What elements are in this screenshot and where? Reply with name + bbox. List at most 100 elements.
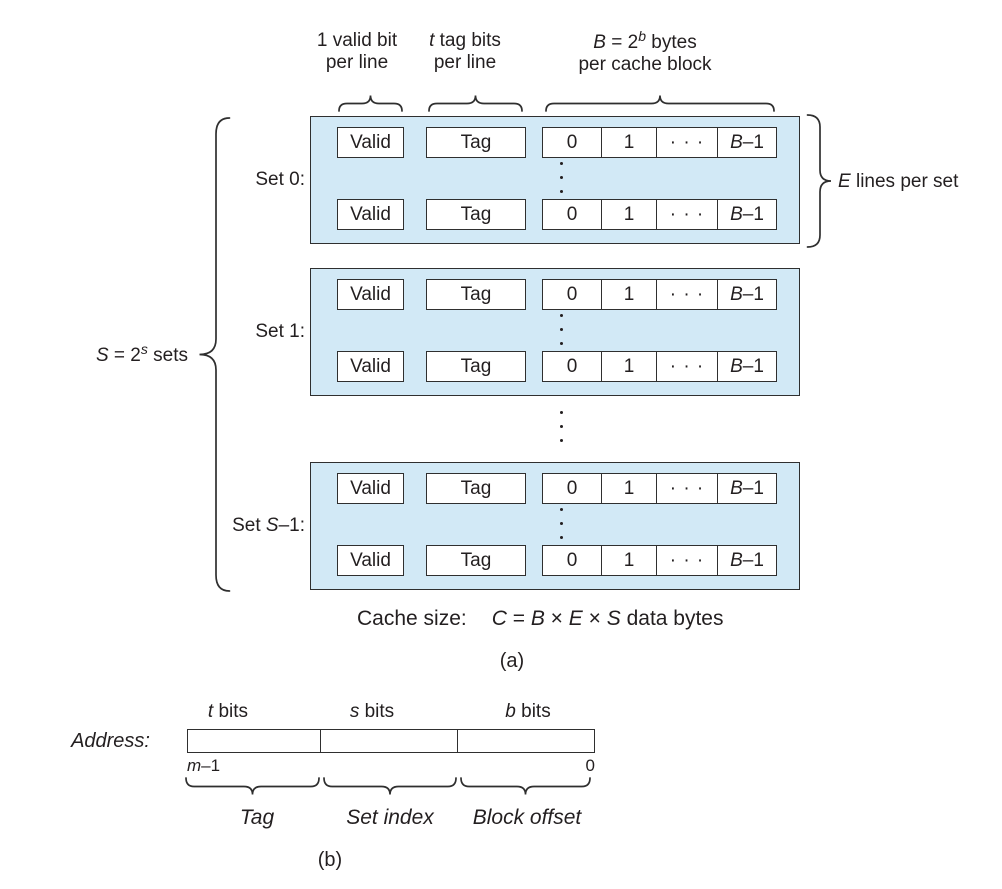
valid-field: Valid — [337, 351, 404, 382]
num-sets-var: S — [95, 345, 109, 366]
address-tag-segment — [188, 730, 321, 752]
tag-field: Tag — [426, 545, 526, 576]
byte-cell-ellipsis: · · · — [657, 352, 718, 381]
tag-field: Tag — [426, 279, 526, 310]
cache-line: Valid Tag 0 1 · · · B–1 — [311, 199, 799, 230]
lines-per-set-var: E — [838, 171, 851, 192]
b-bits-var: b — [505, 701, 516, 722]
byte-cell-last-rest: –1 — [742, 283, 764, 305]
sets-left-brace — [199, 117, 231, 592]
set-1-label: Set 1: — [150, 321, 305, 343]
b-bits-rest: bits — [515, 701, 551, 722]
vertical-ellipsis — [560, 508, 563, 550]
cache-size-E: E — [568, 607, 583, 630]
set-s-1-label-var: S — [265, 515, 279, 536]
byte-cell-0: 0 — [543, 200, 602, 229]
block-bytes-row: 0 1 · · · B–1 — [542, 351, 777, 382]
set-s-1-label-post: –1: — [278, 515, 305, 536]
cache-size-formula: Cache size:C = B × E × S data bytes — [357, 607, 723, 631]
byte-cell-1: 1 — [602, 546, 657, 575]
set-s-1-box: Valid Tag 0 1 · · · B–1 Valid Tag 0 1 · … — [310, 462, 800, 590]
cache-size-times1: × — [544, 607, 569, 630]
vertical-ellipsis — [560, 162, 563, 204]
msb-index-label: m–1 — [187, 756, 220, 775]
byte-cell-last-rest: –1 — [742, 355, 764, 377]
block-bytes-row: 0 1 · · · B–1 — [542, 279, 777, 310]
block-offset-under-brace — [460, 777, 591, 795]
byte-cell-ellipsis: · · · — [657, 546, 718, 575]
byte-cell-1: 1 — [602, 280, 657, 309]
tag-field-label: Tag — [239, 806, 275, 829]
address-label: Address: — [71, 730, 150, 752]
set-s-1-label-pre: Set — [232, 515, 266, 536]
byte-cell-0: 0 — [543, 280, 602, 309]
cache-line: Valid Tag 0 1 · · · B–1 — [311, 351, 799, 382]
set-0-label: Set 0: — [150, 169, 305, 191]
cache-line: Valid Tag 0 1 · · · B–1 — [311, 127, 799, 158]
vertical-ellipsis — [560, 314, 563, 356]
tag-under-brace — [185, 777, 320, 795]
block-over-brace — [545, 95, 775, 112]
byte-cell-last: B–1 — [718, 474, 776, 503]
msb-var: m — [187, 756, 202, 775]
num-sets-rest: sets — [147, 345, 188, 366]
set-1-label-pre: Set — [255, 321, 290, 342]
cache-size-C: C — [491, 607, 507, 630]
byte-cell-last-rest: –1 — [742, 203, 764, 225]
cache-line: Valid Tag 0 1 · · · B–1 — [311, 473, 799, 504]
byte-cell-last: B–1 — [718, 352, 776, 381]
vertical-ellipsis-between-sets — [560, 411, 563, 453]
cache-size-B: B — [530, 607, 545, 630]
msb-rest: –1 — [201, 756, 221, 775]
cache-size-rest: data bytes — [620, 607, 724, 630]
caption-b: (b) — [317, 849, 343, 871]
lines-per-set-label: E lines per set — [838, 171, 958, 193]
valid-field: Valid — [337, 473, 404, 504]
num-sets-label: S = 2s sets — [30, 341, 188, 367]
lines-per-set-rest: lines per set — [850, 171, 959, 192]
valid-field: Valid — [337, 279, 404, 310]
cache-line: Valid Tag 0 1 · · · B–1 — [311, 545, 799, 576]
cache-size-eq: = — [506, 607, 531, 630]
set-index-field-label: Set index — [346, 806, 434, 829]
byte-cell-last-var: B — [730, 131, 743, 153]
block-bytes-eq: = 2 — [605, 32, 639, 53]
tag-bits-annotation-line1: t tag bits — [405, 30, 525, 52]
tag-bits-rest: tag bits — [434, 30, 501, 51]
byte-cell-1: 1 — [602, 474, 657, 503]
set-index-under-brace — [323, 777, 457, 795]
s-bits-var: s — [349, 701, 360, 722]
byte-cell-last-rest: –1 — [742, 131, 764, 153]
byte-cell-last-var: B — [730, 203, 743, 225]
set-1-box: Valid Tag 0 1 · · · B–1 Valid Tag 0 1 · … — [310, 268, 800, 396]
byte-cell-0: 0 — [543, 352, 602, 381]
block-bytes-row: 0 1 · · · B–1 — [542, 545, 777, 576]
tag-bits-annotation-line2: per line — [433, 52, 497, 73]
block-bytes-row: 0 1 · · · B–1 — [542, 199, 777, 230]
tag-bits-var: t — [429, 30, 435, 51]
lsb-index-label: 0 — [585, 756, 595, 775]
byte-cell-ellipsis: · · · — [657, 474, 718, 503]
cache-size-S: S — [606, 607, 621, 630]
byte-cell-last-var: B — [730, 283, 743, 305]
byte-cell-last-var: B — [730, 477, 743, 499]
valid-field: Valid — [337, 545, 404, 576]
byte-cell-ellipsis: · · · — [657, 200, 718, 229]
block-bytes-annotation: B = 2b bytes per cache block — [535, 28, 755, 76]
block-bytes-var: B — [593, 32, 606, 53]
t-bits-rest: bits — [213, 701, 249, 722]
set-0-box: Valid Tag 0 1 · · · B–1 Valid Tag 0 1 · … — [310, 116, 800, 244]
block-bytes-sup: b — [638, 28, 646, 44]
t-bits-var: t — [207, 701, 214, 722]
valid-bit-annotation: 1 valid bit per line — [297, 30, 417, 74]
t-bits-label: t bits — [168, 701, 288, 723]
valid-over-brace — [338, 95, 403, 112]
lines-right-brace — [806, 114, 832, 248]
byte-cell-last: B–1 — [718, 546, 776, 575]
tag-field: Tag — [426, 127, 526, 158]
byte-cell-0: 0 — [543, 546, 602, 575]
byte-cell-last: B–1 — [718, 128, 776, 157]
set-s-1-label: Set S–1: — [150, 515, 305, 537]
block-bytes-row: 0 1 · · · B–1 — [542, 473, 777, 504]
valid-field: Valid — [337, 127, 404, 158]
